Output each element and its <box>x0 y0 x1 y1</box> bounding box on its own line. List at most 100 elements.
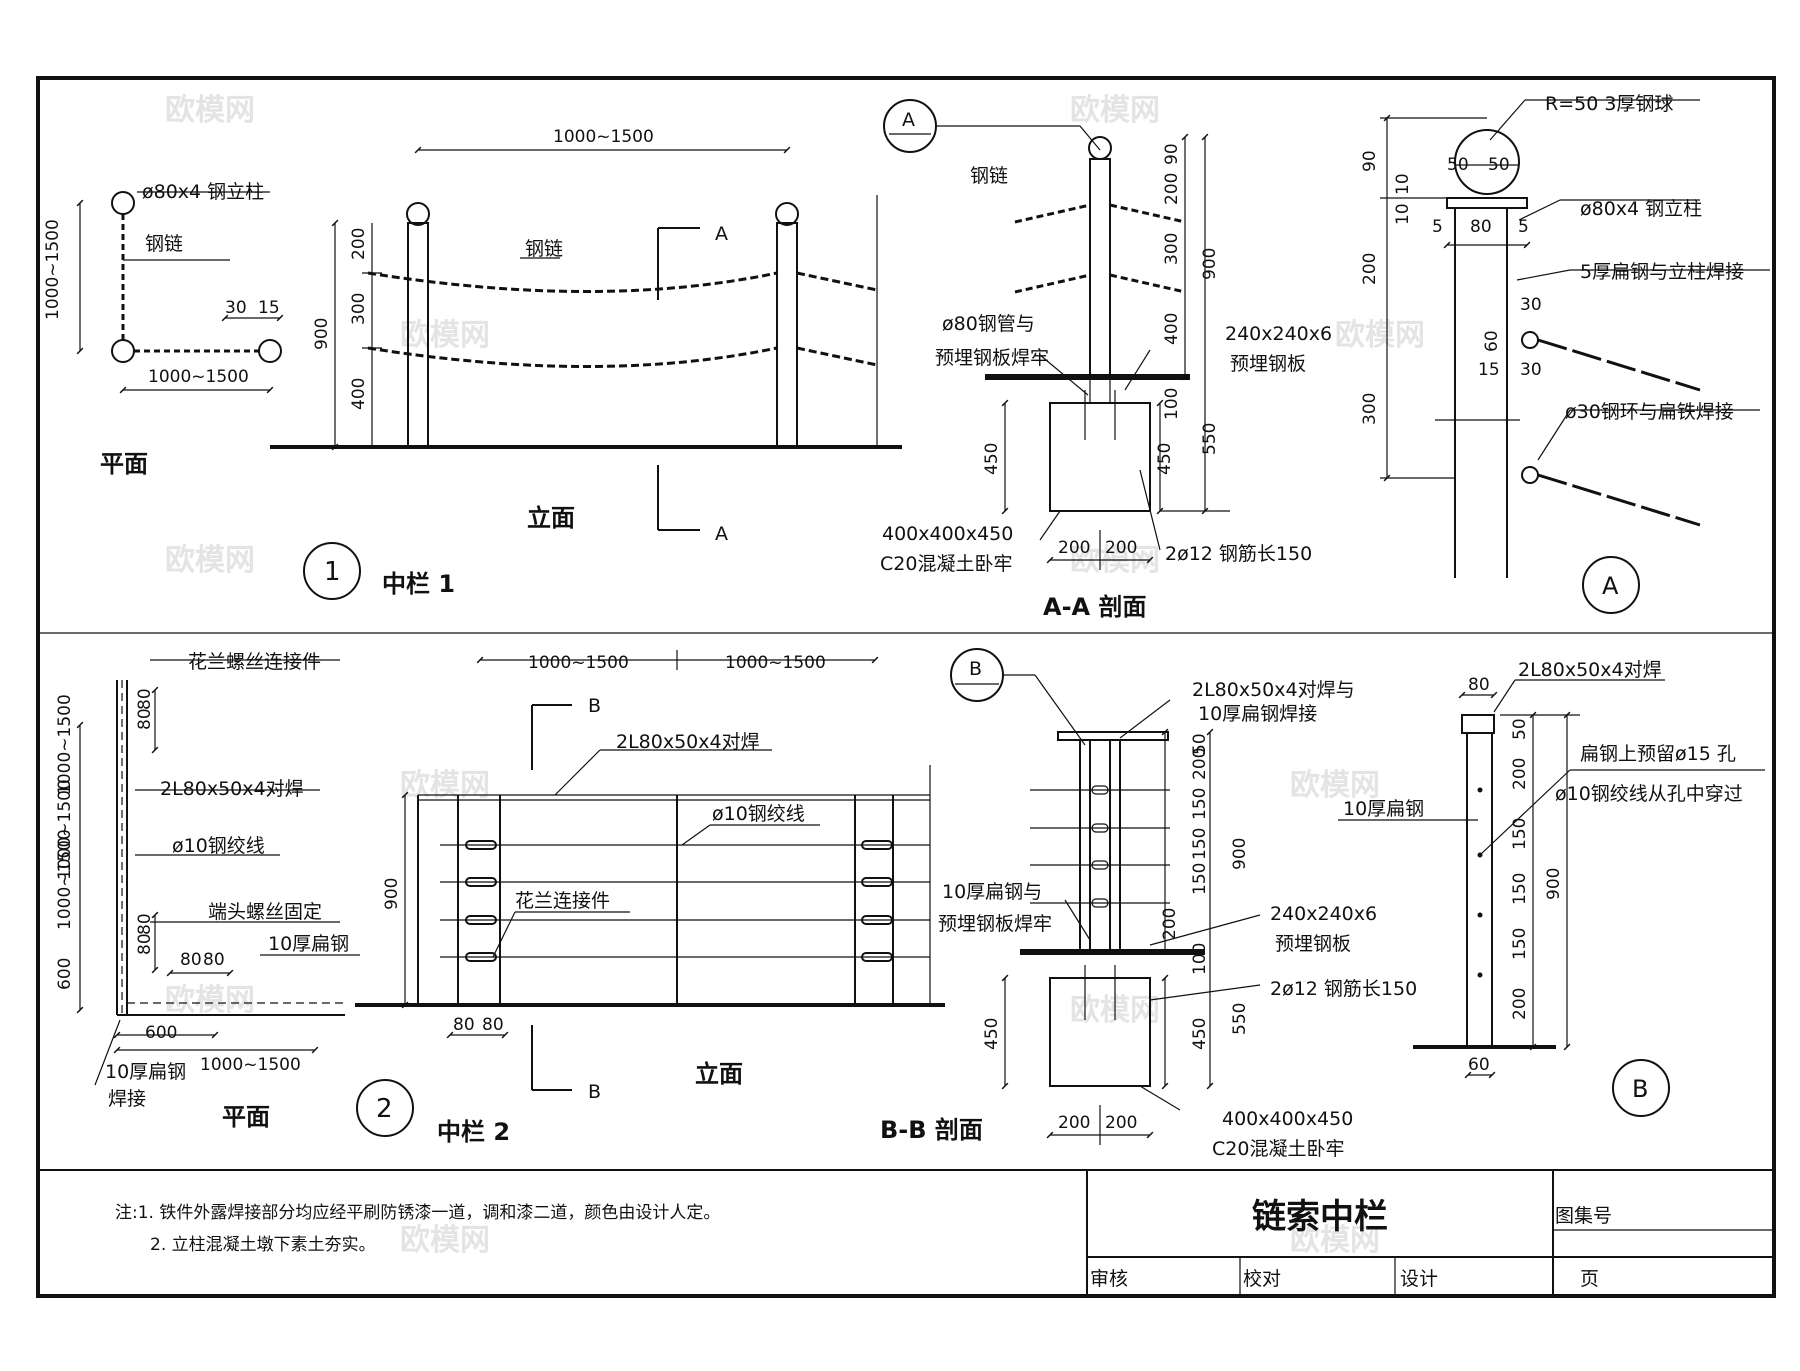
p2-dim: 1000~1500 <box>200 1055 301 1075</box>
a-dim: 10 <box>1393 203 1413 225</box>
b-dim: 900 <box>1544 868 1564 900</box>
bb-angle-label-1: 2L80x50x4对焊与 <box>1192 679 1355 701</box>
elev1-dim-300: 300 <box>349 293 369 325</box>
bb-dim: 50 <box>1190 733 1210 755</box>
svg-text:欧模网: 欧模网 <box>165 93 255 128</box>
p2-dim: 600 <box>145 1023 177 1043</box>
notes: 注:1. 铁件外露焊接部分均应经平刷防锈漆一道，调和漆二道，颜色由设计人定。 2… <box>115 1203 720 1255</box>
bb-angle-label-2: 10厚扁钢焊接 <box>1198 703 1317 725</box>
e2-dim-b1: 80 <box>453 1015 475 1035</box>
a-dim: 300 <box>1360 393 1380 425</box>
a-dim: 60 <box>1482 330 1502 352</box>
detail1-caption: 中栏 1 <box>382 570 455 598</box>
aa-plate-label-2: 预埋钢板 <box>1230 353 1306 375</box>
review-label: 审核 <box>1090 1268 1128 1290</box>
p2-dim: 80 <box>135 708 155 730</box>
detail1-plan: ø80x4 钢立柱 钢链 1000~1500 30 15 1000~1500 平… <box>43 181 284 478</box>
aa-foundation-label-1: 400x400x450 <box>882 523 1013 545</box>
e2-dim-top-1: 1000~1500 <box>528 653 629 673</box>
bb-dim: 150 <box>1190 828 1210 860</box>
section-aa: A 钢链 ø80钢管与 预埋钢板焊牢 240x240x6 预埋钢板 400x40… <box>880 99 1332 621</box>
bb-dim: 150 <box>1190 788 1210 820</box>
bb-dim: 550 <box>1230 1003 1250 1035</box>
elev1-title: 立面 <box>527 504 575 532</box>
aa-dim: 200 <box>1058 538 1090 558</box>
detail2-elevation: 1000~1500 1000~1500 B B 2L80x50x4对焊 ø10钢… <box>355 650 945 1146</box>
plan1-title: 平面 <box>100 450 148 478</box>
aa-marker: A <box>902 109 915 131</box>
b-hole-label: 扁钢上预留ø15 孔 <box>1580 743 1736 765</box>
detail-b: 2L80x50x4对焊 扁钢上预留ø15 孔 ø10钢绞线从孔中穿过 10厚扁钢… <box>1338 659 1765 1117</box>
svg-text:欧模网: 欧模网 <box>1335 318 1425 353</box>
p2-dim: 80 <box>203 950 225 970</box>
bb-plate-label-2: 预埋钢板 <box>1275 933 1351 955</box>
a-dim: 30 <box>1520 360 1542 380</box>
a-marker: A <box>1602 572 1619 600</box>
bb-flat-label-2: 预埋钢板焊牢 <box>938 913 1052 935</box>
bb-plate-label-1: 240x240x6 <box>1270 903 1377 925</box>
note-line-2: 2. 立柱混凝土墩下素土夯实。 <box>150 1235 376 1255</box>
b-marker: B <box>1632 1075 1648 1103</box>
plan1-dim-bottom: 1000~1500 <box>148 367 249 387</box>
p2-end-label: 端头螺丝固定 <box>208 901 322 923</box>
detail1-circle-number: 1 <box>324 557 341 587</box>
b-dim: 50 <box>1510 718 1530 740</box>
e2-dim-top-2: 1000~1500 <box>725 653 826 673</box>
plan1-dim-30: 30 <box>225 298 247 318</box>
bb-dim: 150 <box>1190 863 1210 895</box>
svg-text:欧模网: 欧模网 <box>400 1223 490 1258</box>
a-dim: 80 <box>1470 217 1492 237</box>
aa-dim: 90 <box>1162 143 1182 165</box>
section-bb: B 2L80x50x4对焊与 10厚扁钢焊接 10厚扁钢与 预埋钢板 <box>880 648 1417 1160</box>
detail-a: R=50 3厚钢球 ø80x4 钢立柱 5厚扁钢与立柱焊接 ø30钢环与扁铁焊接… <box>1360 93 1770 614</box>
bb-flat-label-1: 10厚扁钢与 <box>942 881 1042 903</box>
bb-title: B-B 剖面 <box>880 1116 983 1144</box>
svg-text:欧模网: 欧模网 <box>1290 1223 1380 1258</box>
e2-section-mark-bottom: B <box>588 1081 601 1103</box>
bb-marker: B <box>969 658 982 680</box>
elev1-section-mark-top: A <box>715 223 728 245</box>
p2-dim: 80 <box>135 913 155 935</box>
svg-text:欧模网: 欧模网 <box>1070 93 1160 128</box>
e2-cable-label: ø10钢绞线 <box>712 803 805 825</box>
b-dim: 150 <box>1510 818 1530 850</box>
b-dim: 150 <box>1510 928 1530 960</box>
aa-plate-label-1: 240x240x6 <box>1225 323 1332 345</box>
a-post-label: ø80x4 钢立柱 <box>1580 198 1702 220</box>
plan1-dim-side: 1000~1500 <box>43 219 63 320</box>
elev1-dim-900: 900 <box>312 318 332 350</box>
aa-pipe-label-1: ø80钢管与 <box>942 313 1035 335</box>
aa-dim: 200 <box>1105 538 1137 558</box>
aa-pipe-label-2: 预埋钢板焊牢 <box>935 347 1049 369</box>
bb-dim: 450 <box>1190 1018 1210 1050</box>
p2-turnbuckle-label: 花兰螺丝连接件 <box>188 651 321 673</box>
a-dim: 50 <box>1488 155 1510 175</box>
b-dim: 80 <box>1468 675 1490 695</box>
page-label: 页 <box>1580 1268 1599 1290</box>
p2-flat-weld-2: 焊接 <box>108 1088 146 1110</box>
elev1-section-mark-bottom: A <box>715 523 728 545</box>
check-label: 校对 <box>1243 1268 1281 1290</box>
elev1-dim-400: 400 <box>349 378 369 410</box>
b-cable-label: ø10钢绞线从孔中穿过 <box>1555 783 1743 805</box>
b-angle-label: 2L80x50x4对焊 <box>1518 659 1662 681</box>
b-flat-label: 10厚扁钢 <box>1343 798 1424 820</box>
p2-flat-label: 10厚扁钢 <box>268 933 349 955</box>
bb-foundation-label-1: 400x400x450 <box>1222 1108 1353 1130</box>
plan1-chain-label: 钢链 <box>145 233 183 255</box>
a-ring-label: ø30钢环与扁铁焊接 <box>1565 401 1734 423</box>
p2-title: 平面 <box>222 1103 270 1131</box>
a-dim: 200 <box>1360 253 1380 285</box>
bb-dim: 200 <box>1105 1113 1137 1133</box>
a-ball-label: R=50 3厚钢球 <box>1545 93 1673 115</box>
p2-angle-label: 2L80x50x4对焊 <box>160 778 304 800</box>
e2-title: 立面 <box>695 1060 743 1088</box>
b-dim: 200 <box>1510 988 1530 1020</box>
a-dim: 50 <box>1447 155 1469 175</box>
svg-text:欧模网: 欧模网 <box>165 983 255 1018</box>
plan1-dim-15: 15 <box>258 298 280 318</box>
aa-foundation-label-2: C20混凝土卧牢 <box>880 553 1012 575</box>
aa-chain-label: 钢链 <box>970 165 1008 187</box>
e2-dim-b2: 80 <box>482 1015 504 1035</box>
